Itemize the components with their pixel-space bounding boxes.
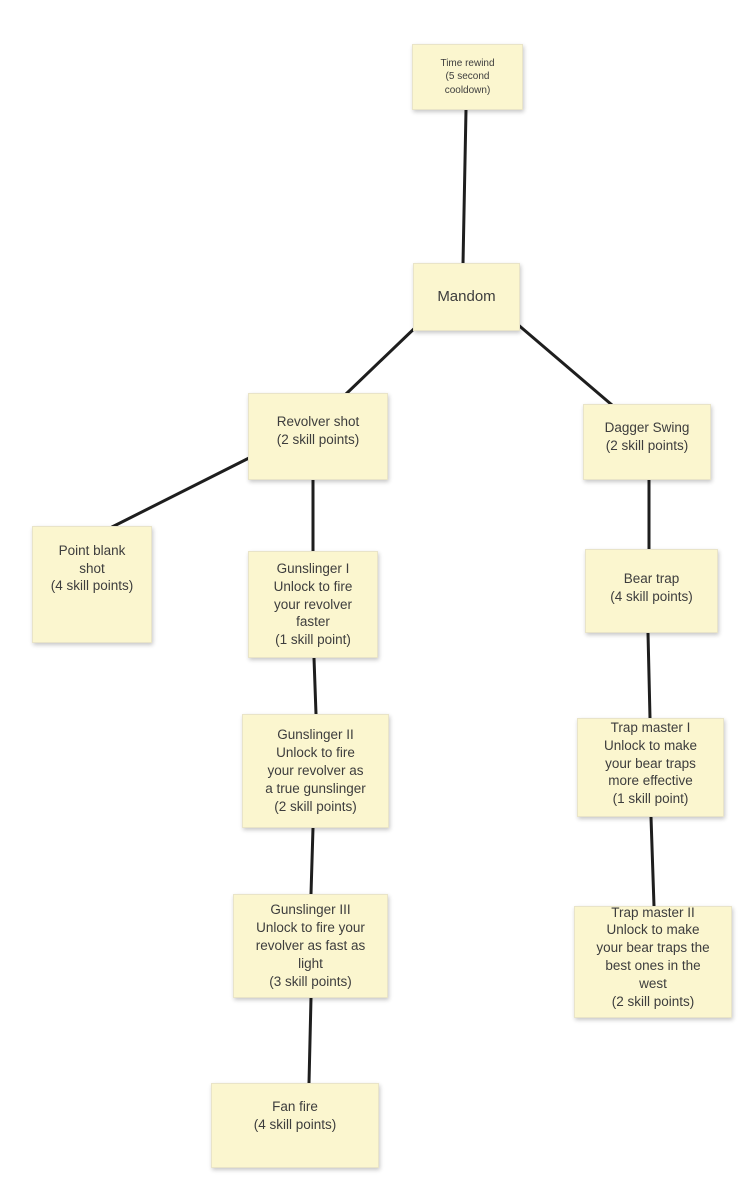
edge-revolver-shot-point-blank	[110, 455, 253, 529]
edge-gunslinger-2-gunslinger-3	[309, 826, 315, 896]
skill-node-mandom-label: Mandom	[437, 288, 496, 306]
skill-node-time-rewind-label: Time rewind (5 second cooldown)	[440, 58, 495, 96]
skill-node-point-blank-shot-label: Point blank shot (4 skill points)	[50, 542, 134, 594]
skill-node-trap-master-1-label: Trap master I Unlock to make your bear t…	[603, 719, 698, 807]
edge-mandom-dagger-swing	[514, 321, 614, 407]
skill-node-mandom[interactable]: Mandom	[413, 263, 520, 331]
skill-node-gunslinger-1[interactable]: Gunslinger I Unlock to fire your revolve…	[248, 551, 378, 658]
skill-node-bear-trap-label: Bear trap (4 skill points)	[610, 571, 693, 604]
skill-node-gunslinger-2-label: Gunslinger II Unlock to fire your revolv…	[265, 727, 366, 814]
skill-node-trap-master-2[interactable]: Trap master II Unlock to make your bear …	[574, 904, 732, 1018]
skill-node-trap-master-1[interactable]: Trap master I Unlock to make your bear t…	[577, 718, 724, 817]
edge-time-rewind-mandom	[461, 108, 468, 266]
edge-gunslinger-1-gunslinger-2	[312, 656, 318, 716]
skill-node-dagger-swing-label: Dagger Swing (2 skill points)	[604, 420, 690, 453]
skill-node-gunslinger-1-label: Gunslinger I Unlock to fire your revolve…	[273, 560, 353, 648]
edge-trap-master-1-trap-master-2	[649, 815, 656, 908]
skill-node-gunslinger-3-label: Gunslinger III Unlock to fire your revol…	[255, 902, 366, 989]
skill-node-revolver-shot-label: Revolver shot (2 skill points)	[276, 413, 360, 447]
skill-node-revolver-shot[interactable]: Revolver shot (2 skill points)	[248, 393, 388, 480]
edge-bear-trap-trap-master-1	[646, 631, 652, 720]
skill-node-fan-fire[interactable]: Fan fire (4 skill points)	[211, 1083, 379, 1168]
skill-node-point-blank-shot[interactable]: Point blank shot (4 skill points)	[32, 526, 152, 643]
skill-node-time-rewind[interactable]: Time rewind (5 second cooldown)	[412, 44, 523, 110]
skill-node-fan-fire-label: Fan fire (4 skill points)	[253, 1098, 337, 1132]
edge-gunslinger-3-fan-fire	[307, 996, 313, 1085]
edge-mandom-revolver-shot	[344, 322, 421, 396]
skill-node-gunslinger-3[interactable]: Gunslinger III Unlock to fire your revol…	[233, 894, 388, 998]
skill-node-trap-master-2-label: Trap master II Unlock to make your bear …	[596, 904, 710, 1009]
skill-node-bear-trap[interactable]: Bear trap (4 skill points)	[585, 549, 718, 633]
skill-node-dagger-swing[interactable]: Dagger Swing (2 skill points)	[583, 404, 711, 480]
skill-node-gunslinger-2[interactable]: Gunslinger II Unlock to fire your revolv…	[242, 714, 389, 828]
